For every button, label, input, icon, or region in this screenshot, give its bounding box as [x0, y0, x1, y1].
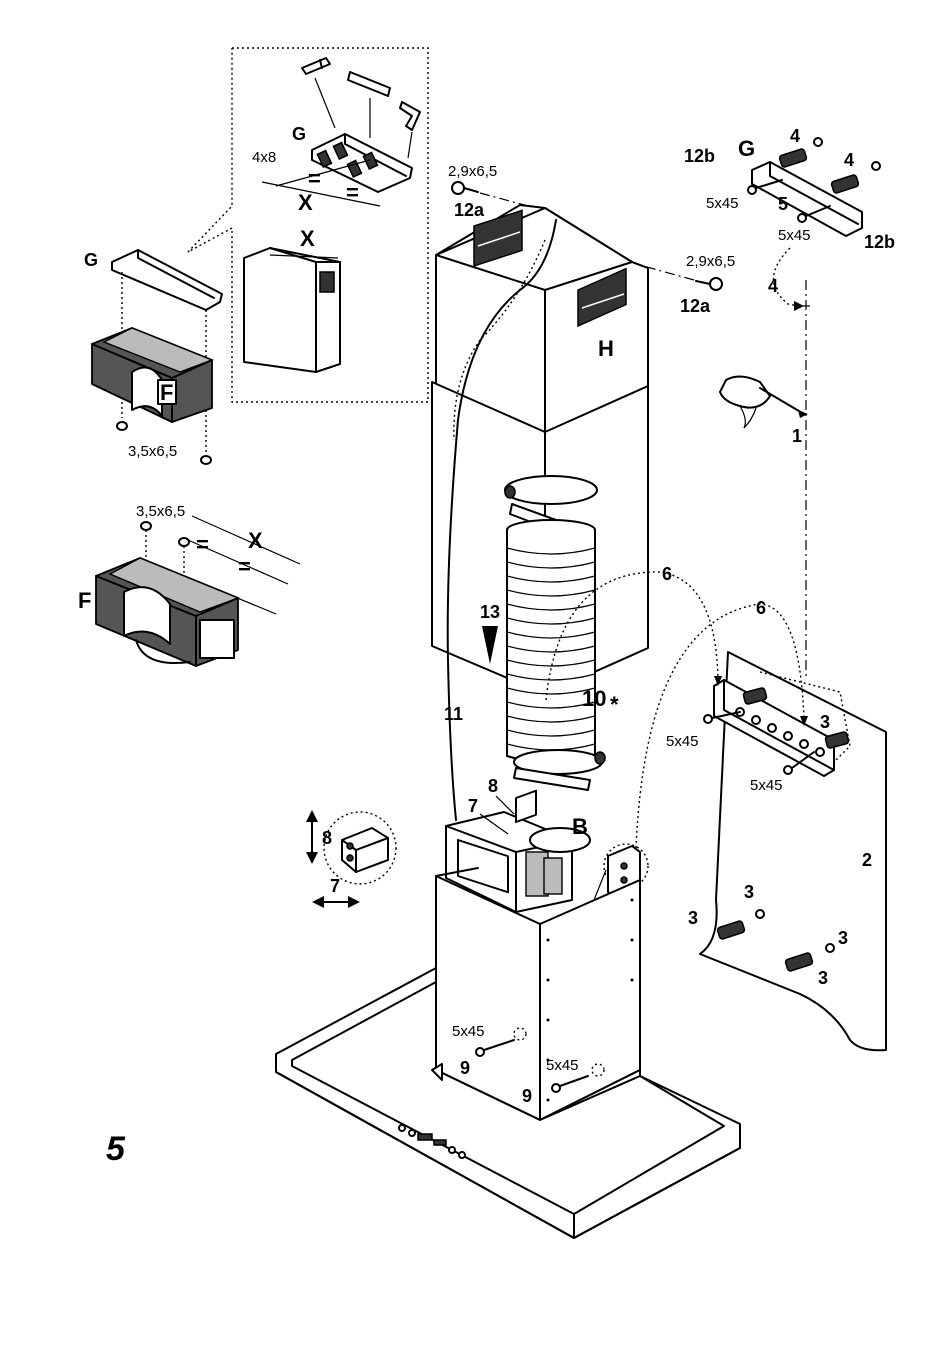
label-5x45-wall-b: 5x45 [750, 777, 783, 794]
carbon-filter-mid: 3,5x6,5 = = X F [78, 503, 300, 666]
label-f-mid: F [78, 588, 91, 613]
carbon-filter-top: F 3,5x6,5 [92, 328, 212, 464]
label-2-9x6-5-left: 2,9x6,5 [448, 163, 497, 180]
label-asterisk: * [610, 692, 619, 717]
label-3-5x6-5-mid: 3,5x6,5 [136, 503, 185, 520]
label-f-top: F [160, 380, 173, 405]
label-2: 2 [862, 850, 872, 870]
label-8-top: 8 [488, 776, 498, 796]
label-eq-inset-a: = [308, 166, 321, 191]
label-3-5x6-5-top: 3,5x6,5 [128, 443, 177, 460]
label-6-a: 6 [662, 564, 672, 584]
inset-g-bracket: G 4x8 = = X [252, 124, 412, 215]
label-9-right: 9 [522, 1086, 532, 1106]
label-12b-left: 12b [684, 146, 715, 166]
label-3-plug-b: 3 [744, 882, 754, 902]
label-9-left: 9 [460, 1058, 470, 1078]
label-4-a: 4 [790, 126, 800, 146]
label-8-detail: 8 [322, 828, 332, 848]
label-12a-left: 12a [454, 200, 485, 220]
inset-chimney: X [244, 226, 340, 372]
label-3-plug-a: 3 [688, 908, 698, 928]
label-10: 10 [582, 686, 606, 711]
figure-number: 5 [106, 1130, 126, 1168]
screw-12a-right: 2,9x6,5 12a [636, 253, 735, 316]
label-7-detail: 7 [330, 876, 340, 896]
label-6-b: 6 [756, 598, 766, 618]
label-x-mid: X [248, 528, 263, 553]
label-7-top: 7 [468, 796, 478, 816]
center-line [798, 280, 810, 676]
label-2-9x6-5-right: 2,9x6,5 [686, 253, 735, 270]
label-5x45-body-b: 5x45 [546, 1057, 579, 1074]
label-12b-right: 12b [864, 232, 895, 252]
label-b: B [572, 814, 588, 839]
label-11: 11 [444, 704, 463, 724]
label-h: H [598, 336, 614, 361]
adjustment-detail: 8 7 [306, 810, 396, 908]
label-x-chimney: X [300, 226, 315, 251]
label-3-plug-d: 3 [818, 968, 828, 988]
label-4-arrow: 4 [768, 276, 778, 296]
label-5x45-body-a: 5x45 [452, 1023, 485, 1040]
label-g-ceiling: G [738, 136, 755, 161]
label-13: 13 [480, 602, 500, 622]
label-eq-mid-b: = [238, 554, 251, 579]
label-3-bracket: 3 [820, 712, 830, 732]
label-4-b: 4 [844, 150, 854, 170]
label-eq-inset-b: = [346, 180, 359, 205]
label-4x8: 4x8 [252, 149, 276, 166]
label-x-inset: X [298, 190, 313, 215]
label-5x45-ceiling-a: 5x45 [706, 195, 739, 212]
label-5x45-ceiling-b: 5x45 [778, 227, 811, 244]
label-eq-mid-a: = [196, 532, 209, 557]
label-5x45-wall-a: 5x45 [666, 733, 699, 750]
label-12a-right: 12a [680, 296, 711, 316]
label-g-filter: G [84, 250, 98, 270]
label-3-plug-c: 3 [838, 928, 848, 948]
hand-marking: 1 [720, 376, 808, 446]
duct-rings [507, 520, 595, 763]
inset-chimney-vents [320, 272, 334, 292]
label-5: 5 [778, 194, 788, 214]
label-g-inset: G [292, 124, 306, 144]
label-1: 1 [792, 426, 802, 446]
